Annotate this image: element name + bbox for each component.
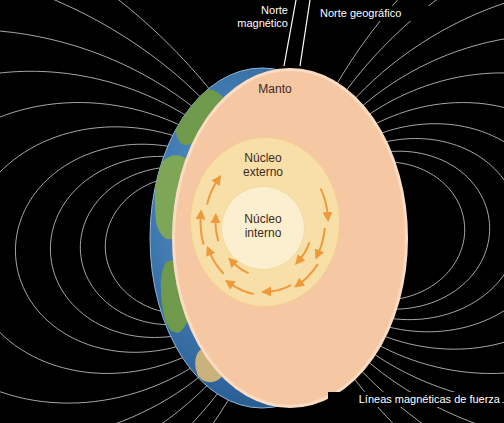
convection-arrow — [266, 285, 291, 292]
region-fill — [174, 70, 407, 407]
convection-arrow — [229, 283, 254, 294]
pole-label: Norte geográfico — [318, 6, 442, 21]
geographic-axis — [300, 0, 310, 66]
pole-label: Norte magnético — [220, 3, 290, 31]
convection-arrow — [209, 250, 224, 273]
outer-core-region: Núcleo interno Núcleo externo — [190, 137, 340, 307]
region-fill — [222, 187, 305, 270]
region-label: Núcleo externo — [231, 151, 295, 179]
mantle-region: Núcleo interno Núcleo externo Manto — [172, 68, 408, 408]
convection-arrow — [216, 218, 219, 241]
convection-arrow — [298, 264, 318, 285]
inner-core-region: Núcleo interno — [221, 186, 305, 270]
region-label: Núcleo interno — [233, 212, 293, 240]
region-label: Manto — [215, 82, 335, 96]
convection-arrow — [207, 179, 218, 204]
convection-arrow — [201, 214, 204, 244]
convection-arrow — [317, 228, 324, 255]
field-label: Líneas magnéticas de fuerza — [328, 392, 502, 407]
convection-arrow — [321, 188, 328, 217]
region-fill — [191, 138, 340, 307]
